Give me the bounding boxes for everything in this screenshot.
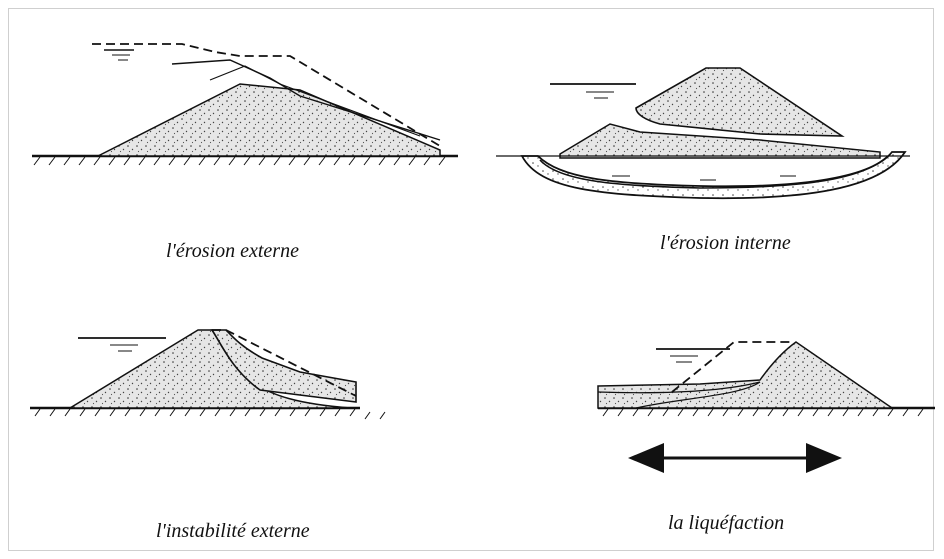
- ground-hatching: [603, 409, 923, 416]
- panel-external-erosion: [32, 44, 458, 165]
- ground-hatching: [35, 409, 385, 419]
- upper-embankment-block: [636, 68, 842, 136]
- caption-external-erosion: l'érosion externe: [166, 240, 299, 263]
- caption-external-instability: l'instabilité externe: [156, 520, 310, 543]
- embankment: [98, 84, 440, 156]
- panel-liquefaction: [598, 342, 935, 458]
- caption-liquefaction: la liquéfaction: [668, 512, 784, 535]
- flowed-embankment: [598, 342, 892, 408]
- panel-external-instability: [30, 330, 385, 419]
- caption-internal-erosion: l'érosion interne: [660, 232, 791, 255]
- ground-hatching: [34, 157, 445, 165]
- panel-internal-erosion: [496, 68, 910, 198]
